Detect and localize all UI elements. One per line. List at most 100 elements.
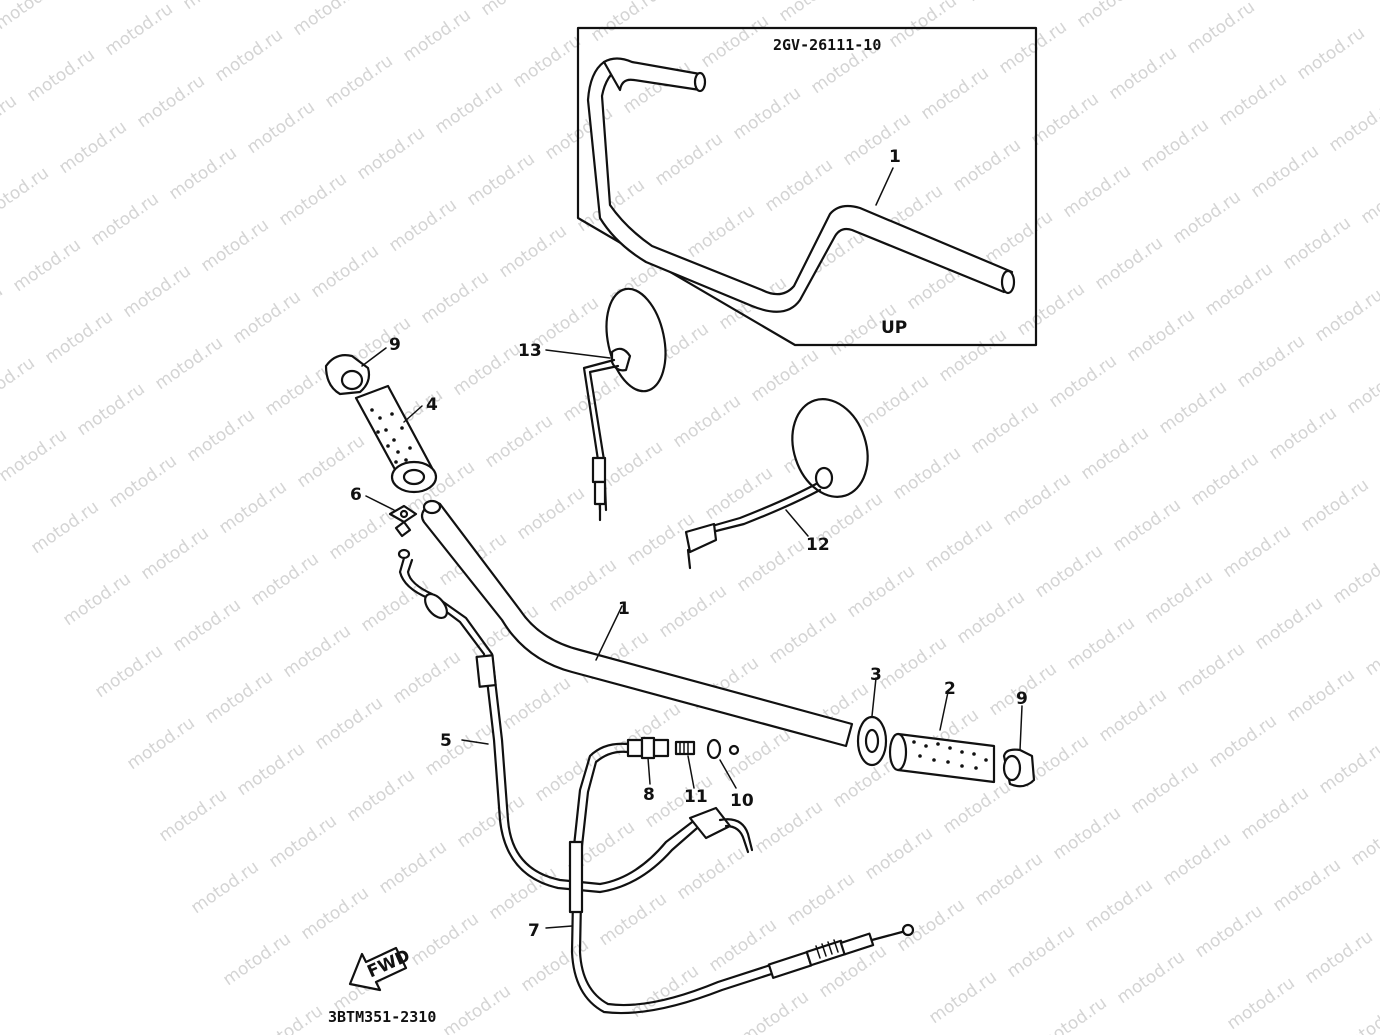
watermark-text: motod.ru bbox=[1233, 331, 1308, 392]
watermark-text: motod.ru bbox=[169, 595, 244, 656]
watermark-text: motod.ru bbox=[1049, 803, 1124, 864]
watermark-text: motod.ru bbox=[1059, 161, 1134, 222]
watermark-text: motod.ru bbox=[595, 889, 670, 950]
callout-11: 11 bbox=[684, 787, 708, 807]
watermark-text: motod.ru bbox=[151, 333, 226, 394]
watermark-text: motod.ru bbox=[1223, 973, 1298, 1034]
watermark-text: motod.ru bbox=[1127, 757, 1202, 818]
watermark-text: motod.ru bbox=[669, 391, 744, 452]
watermark-text: motod.ru bbox=[1141, 567, 1216, 628]
watermark-text: motod.ru bbox=[1031, 541, 1106, 602]
watermark-text: motod.ru bbox=[1137, 115, 1212, 176]
watermark-text: motod.ru bbox=[1215, 69, 1290, 130]
watermark-text: motod.ru bbox=[137, 523, 212, 584]
inset-part-label: 1 bbox=[889, 147, 901, 167]
watermark-text: motod.ru bbox=[399, 5, 474, 66]
watermark-text: motod.ru bbox=[655, 581, 730, 642]
cable-guide bbox=[388, 504, 418, 560]
watermark-text: motod.ru bbox=[229, 287, 304, 348]
watermark-text: motod.ru bbox=[513, 483, 588, 544]
watermark-text: motod.ru bbox=[179, 0, 254, 14]
watermark-text: motod.ru bbox=[857, 371, 932, 432]
callout-10: 10 bbox=[730, 791, 754, 811]
watermark-text: motod.ru bbox=[105, 451, 180, 512]
watermark-text: motod.ru bbox=[495, 221, 570, 282]
watermark-text: motod.ru bbox=[587, 0, 662, 46]
watermark-text: motod.ru bbox=[389, 647, 464, 708]
watermark-text: motod.ru bbox=[995, 17, 1070, 78]
callout-7: 7 bbox=[528, 921, 540, 941]
watermark-text: motod.ru bbox=[729, 83, 804, 144]
watermark-text: motod.ru bbox=[251, 1001, 326, 1035]
callout-5: 5 bbox=[440, 731, 452, 751]
watermark-text: motod.ru bbox=[481, 411, 556, 472]
watermark-text: motod.ru bbox=[275, 169, 350, 230]
watermark-text: motod.ru bbox=[197, 215, 272, 276]
watermark-text: motod.ru bbox=[747, 345, 822, 406]
watermark-text: motod.ru bbox=[719, 725, 794, 786]
throttle-cable bbox=[398, 556, 754, 894]
watermark-text: motod.ru bbox=[293, 431, 368, 492]
callout-4: 4 bbox=[426, 395, 438, 415]
watermark-text: motod.ru bbox=[1357, 167, 1380, 228]
watermark-text: motod.ru bbox=[775, 0, 850, 26]
watermark-text: motod.ru bbox=[1325, 95, 1380, 156]
watermark-text: motod.ru bbox=[1187, 449, 1262, 510]
watermark-text: motod.ru bbox=[697, 11, 772, 72]
watermark-text: motod.ru bbox=[375, 837, 450, 898]
watermark-text: motod.ru bbox=[449, 339, 524, 400]
watermark-text: motod.ru bbox=[1311, 285, 1380, 346]
watermark-text: motod.ru bbox=[183, 405, 258, 466]
callout-6: 6 bbox=[350, 485, 362, 505]
watermark-text: motod.ru bbox=[87, 189, 162, 250]
inset-up-label: UP bbox=[881, 318, 907, 338]
watermark-text: motod.ru bbox=[783, 869, 858, 930]
watermark-text: motod.ru bbox=[1343, 357, 1380, 418]
watermark-text: motod.ru bbox=[1347, 809, 1380, 870]
right-mirror bbox=[684, 398, 869, 570]
callout-9-left: 9 bbox=[389, 335, 401, 355]
watermark-text: motod.ru bbox=[925, 967, 1000, 1028]
watermark-text: motod.ru bbox=[155, 785, 230, 846]
watermark-text: motod.ru bbox=[761, 155, 836, 216]
watermark-text: motod.ru bbox=[875, 633, 950, 694]
callout-8: 8 bbox=[643, 785, 655, 805]
watermark-text: motod.ru bbox=[949, 135, 1024, 196]
watermark-text: motod.ru bbox=[861, 823, 936, 884]
watermark-text: motod.ru bbox=[73, 379, 148, 440]
watermark-text: motod.ru bbox=[499, 673, 574, 734]
watermark-text: motod.ru bbox=[751, 797, 826, 858]
watermark-text: motod.ru bbox=[0, 163, 53, 224]
watermark-text: motod.ru bbox=[211, 25, 286, 86]
callout-13: 13 bbox=[518, 341, 542, 361]
watermark-text: motod.ru bbox=[1155, 377, 1230, 438]
watermark-text: motod.ru bbox=[999, 469, 1074, 530]
watermark-text: motod.ru bbox=[1091, 233, 1166, 294]
watermark-text: motod.ru bbox=[477, 0, 552, 20]
watermark-text: motod.ru bbox=[1077, 423, 1152, 484]
watermark-text: motod.ru bbox=[1333, 999, 1380, 1035]
watermark-text: motod.ru bbox=[187, 857, 262, 918]
watermark-text: motod.ru bbox=[59, 569, 134, 630]
watermark-text: motod.ru bbox=[265, 811, 340, 872]
watermark-text: motod.ru bbox=[1329, 547, 1380, 608]
diagram-code: 3BTM351-2310 bbox=[328, 1008, 436, 1026]
watermark-text: motod.ru bbox=[1201, 259, 1276, 320]
watermark-text: motod.ru bbox=[1113, 947, 1188, 1008]
watermark-text: motod.ru bbox=[1013, 279, 1088, 340]
watermark-text: motod.ru bbox=[1265, 403, 1340, 464]
watermark-text: motod.ru bbox=[1173, 639, 1248, 700]
watermark-text: motod.ru bbox=[27, 497, 102, 558]
inset-panel: 2GV-26111-10 1 UP bbox=[576, 26, 1038, 347]
watermark-text: motod.ru bbox=[353, 123, 428, 184]
watermark-text: motod.ru bbox=[279, 621, 354, 682]
inset-title: 2GV-26111-10 bbox=[773, 36, 881, 54]
watermark-text: motod.ru bbox=[683, 201, 758, 262]
watermark-text: motod.ru bbox=[733, 535, 808, 596]
watermark-text: motod.ru bbox=[1159, 829, 1234, 890]
clutch-cable-adjuster bbox=[767, 923, 915, 979]
callout-9-right: 9 bbox=[1016, 689, 1028, 709]
callouts: 9 4 6 13 12 1 3 2 9 5 8 11 10 7 bbox=[350, 335, 1028, 941]
